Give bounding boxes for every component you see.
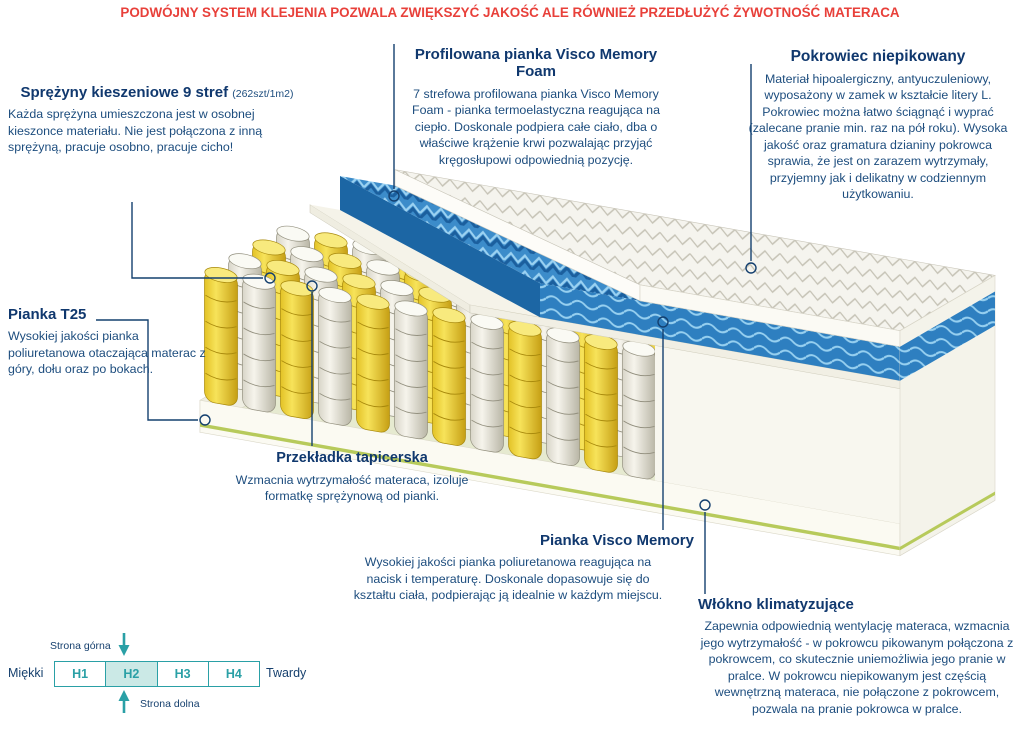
callout-marker-fiber xyxy=(699,499,711,511)
cover-body: Materiał hipoalergiczny, antyuczuleniowy… xyxy=(748,71,1008,202)
scale-top-label: Strona górna xyxy=(50,640,111,652)
callout-marker-spacer xyxy=(306,280,318,292)
springs-title: Sprężyny kieszeniowe 9 stref xyxy=(20,84,229,101)
foam-t25-body: Wysokiej jakości pianka poliuretanowa ot… xyxy=(8,329,206,377)
callouts xyxy=(96,44,757,594)
arrow-down-icon xyxy=(118,633,130,656)
hardness-cell: H2 xyxy=(106,662,158,686)
callout-marker-visco xyxy=(657,316,669,328)
springs-body: Każda sprężyna umieszczona jest w osobne… xyxy=(8,107,263,155)
climate-fiber-body: Zapewnia odpowiednią wentylację materaca… xyxy=(700,619,1014,716)
annotation-climate-fiber: Włókno klimatyzujące Zapewnia odpowiedni… xyxy=(698,596,1016,717)
annotation-spacer: Przekładka tapicerska Wzmacnia wytrzymał… xyxy=(232,450,472,505)
cover-layer xyxy=(394,169,996,348)
top-banner: PODWÓJNY SYSTEM KLEJENIA POZWALA ZWIĘKSZ… xyxy=(120,5,900,20)
hardness-cell: H4 xyxy=(225,667,242,681)
hardness-levels-box: H1 H2 H3 H4 xyxy=(54,661,260,687)
mattress-end-face xyxy=(899,274,996,557)
hardness-cell: H3 xyxy=(158,662,209,686)
hardness-cell: H1 xyxy=(55,662,107,686)
scale-bottom-label: Strona dolna xyxy=(140,698,200,710)
side-face xyxy=(655,345,900,524)
base-green-line xyxy=(200,423,900,551)
callout-line-t25 xyxy=(96,319,198,421)
climate-fiber-title: Włókno klimatyzujące xyxy=(698,596,854,613)
spacer-title: Przekładka tapicerska xyxy=(276,450,428,466)
profiled-foam-title: Profilowana pianka Visco Memory Foam xyxy=(414,46,658,81)
scale-soft-label: Miękki xyxy=(8,666,44,680)
callout-line-springs xyxy=(131,202,263,279)
callout-marker-springs xyxy=(264,272,276,284)
callout-marker-profiled xyxy=(388,190,400,202)
profiled-foam-body: 7 strefowa profilowana pianka Visco Memo… xyxy=(412,86,660,167)
annotation-pocket-springs: Sprężyny kieszeniowe 9 stref (262szt/1m2… xyxy=(8,84,306,156)
scale-hard-label: Twardy xyxy=(266,666,307,680)
annotation-foam-t25: Pianka T25 Wysokiej jakości pianka poliu… xyxy=(8,306,213,378)
arrow-up-icon xyxy=(118,690,130,713)
spacer-body: Wzmacnia wytrzymałość materaca, izoluje … xyxy=(235,472,469,504)
springs-subtitle: (262szt/1m2) xyxy=(232,88,294,100)
annotation-cover: Pokrowiec niepikowany Materiał hipoalerg… xyxy=(742,48,1014,203)
cover-title: Pokrowiec niepikowany xyxy=(790,48,966,65)
foam-t25-title: Pianka T25 xyxy=(8,306,87,323)
callout-marker-cover xyxy=(745,262,757,274)
callout-marker-t25 xyxy=(199,414,211,426)
visco-foam-title: Pianka Visco Memory xyxy=(540,532,694,549)
mattress-3d-group xyxy=(199,169,996,557)
visco-foam-body: Wysokiej jakości pianka poliuretanowa re… xyxy=(353,555,663,602)
annotation-profiled-foam: Profilowana pianka Visco Memory Foam 7 s… xyxy=(400,46,672,168)
